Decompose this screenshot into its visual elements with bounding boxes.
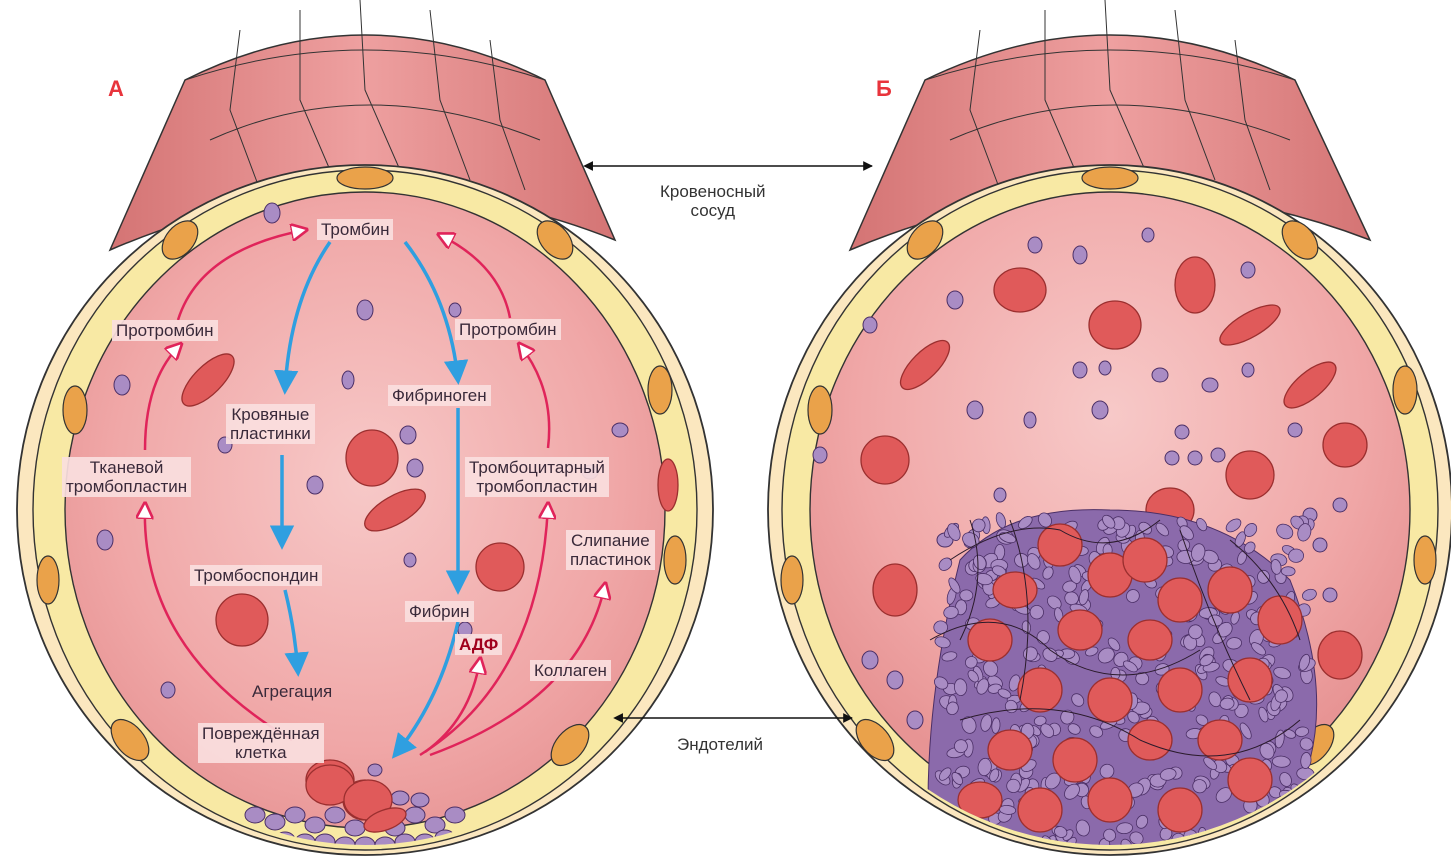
panel-b xyxy=(768,0,1451,859)
clot-platelet xyxy=(1288,549,1304,563)
clot-rbc xyxy=(968,619,1012,661)
clot-platelet xyxy=(1289,825,1308,846)
clot-platelet xyxy=(1204,845,1221,857)
clot-rbc xyxy=(988,730,1032,770)
clot-rbc xyxy=(1208,567,1252,613)
label-tissue-thromboplastin: Тканевой тромбопластин xyxy=(62,457,191,497)
clot-rbc xyxy=(1088,678,1132,722)
clot-platelet xyxy=(946,824,964,834)
clot-platelet xyxy=(1257,570,1269,583)
clot-platelet xyxy=(940,851,954,859)
clot-rbc xyxy=(993,572,1037,608)
label-collagen: Коллаген xyxy=(530,660,611,681)
clot-b xyxy=(928,510,1318,859)
label-damaged-cell: Повреждённая клетка xyxy=(198,723,324,763)
clot-platelet xyxy=(1158,855,1173,859)
clot-platelet xyxy=(1230,837,1244,856)
clot-rbc xyxy=(1053,738,1097,782)
clot-rbc xyxy=(1123,538,1167,582)
label-thrombospondin: Тромбоспондин xyxy=(190,565,322,586)
clot-platelet xyxy=(1281,567,1295,576)
label-prothrombin-right: Протромбин xyxy=(455,319,561,340)
clot-platelet xyxy=(1225,850,1238,859)
clot-rbc xyxy=(1128,720,1172,760)
label-thrombin: Тромбин xyxy=(317,219,393,240)
clot-platelet xyxy=(986,843,1001,858)
clot-rbc xyxy=(1158,788,1202,832)
clot-platelet xyxy=(1210,846,1229,859)
clot-rbc xyxy=(1158,578,1202,622)
label-platelet-adhesion: Слипание пластинок xyxy=(566,530,655,570)
clot-rbc xyxy=(1088,778,1132,822)
clot-rbc xyxy=(1258,596,1302,644)
vessel-label: Кровеносный сосуд xyxy=(660,182,766,220)
clot-rbc xyxy=(1198,720,1242,760)
label-fibrinogen: Фибриноген xyxy=(388,385,491,406)
clot-platelet xyxy=(1275,837,1286,854)
clot-platelet xyxy=(971,845,988,855)
label-fibrin: Фибрин xyxy=(405,601,474,622)
endothelium-label: Эндотелий xyxy=(677,735,763,754)
clot-platelet xyxy=(1218,840,1236,859)
label-adp: АДФ xyxy=(455,634,502,655)
clot-rbc xyxy=(1058,610,1102,650)
clot-rbc xyxy=(1128,620,1172,660)
clot-platelet xyxy=(1037,630,1050,644)
label-aggregation: Агрегация xyxy=(248,681,336,702)
label-prothrombin-left: Протромбин xyxy=(112,320,218,341)
panel-a xyxy=(17,0,713,855)
panel-b-letter: Б xyxy=(876,76,892,102)
clot-rbc xyxy=(1158,668,1202,712)
clot-rbc xyxy=(1018,788,1062,832)
panel-a-letter: А xyxy=(108,76,124,102)
clot-rbc xyxy=(1228,658,1272,702)
clot-platelet xyxy=(960,590,973,601)
label-platelet-thromboplastin: Тромбоцитарный тромбопластин xyxy=(465,457,609,497)
label-platelets: Кровяные пластинки xyxy=(226,404,315,444)
clot-platelet xyxy=(957,848,972,859)
clot-rbc xyxy=(1228,758,1272,802)
